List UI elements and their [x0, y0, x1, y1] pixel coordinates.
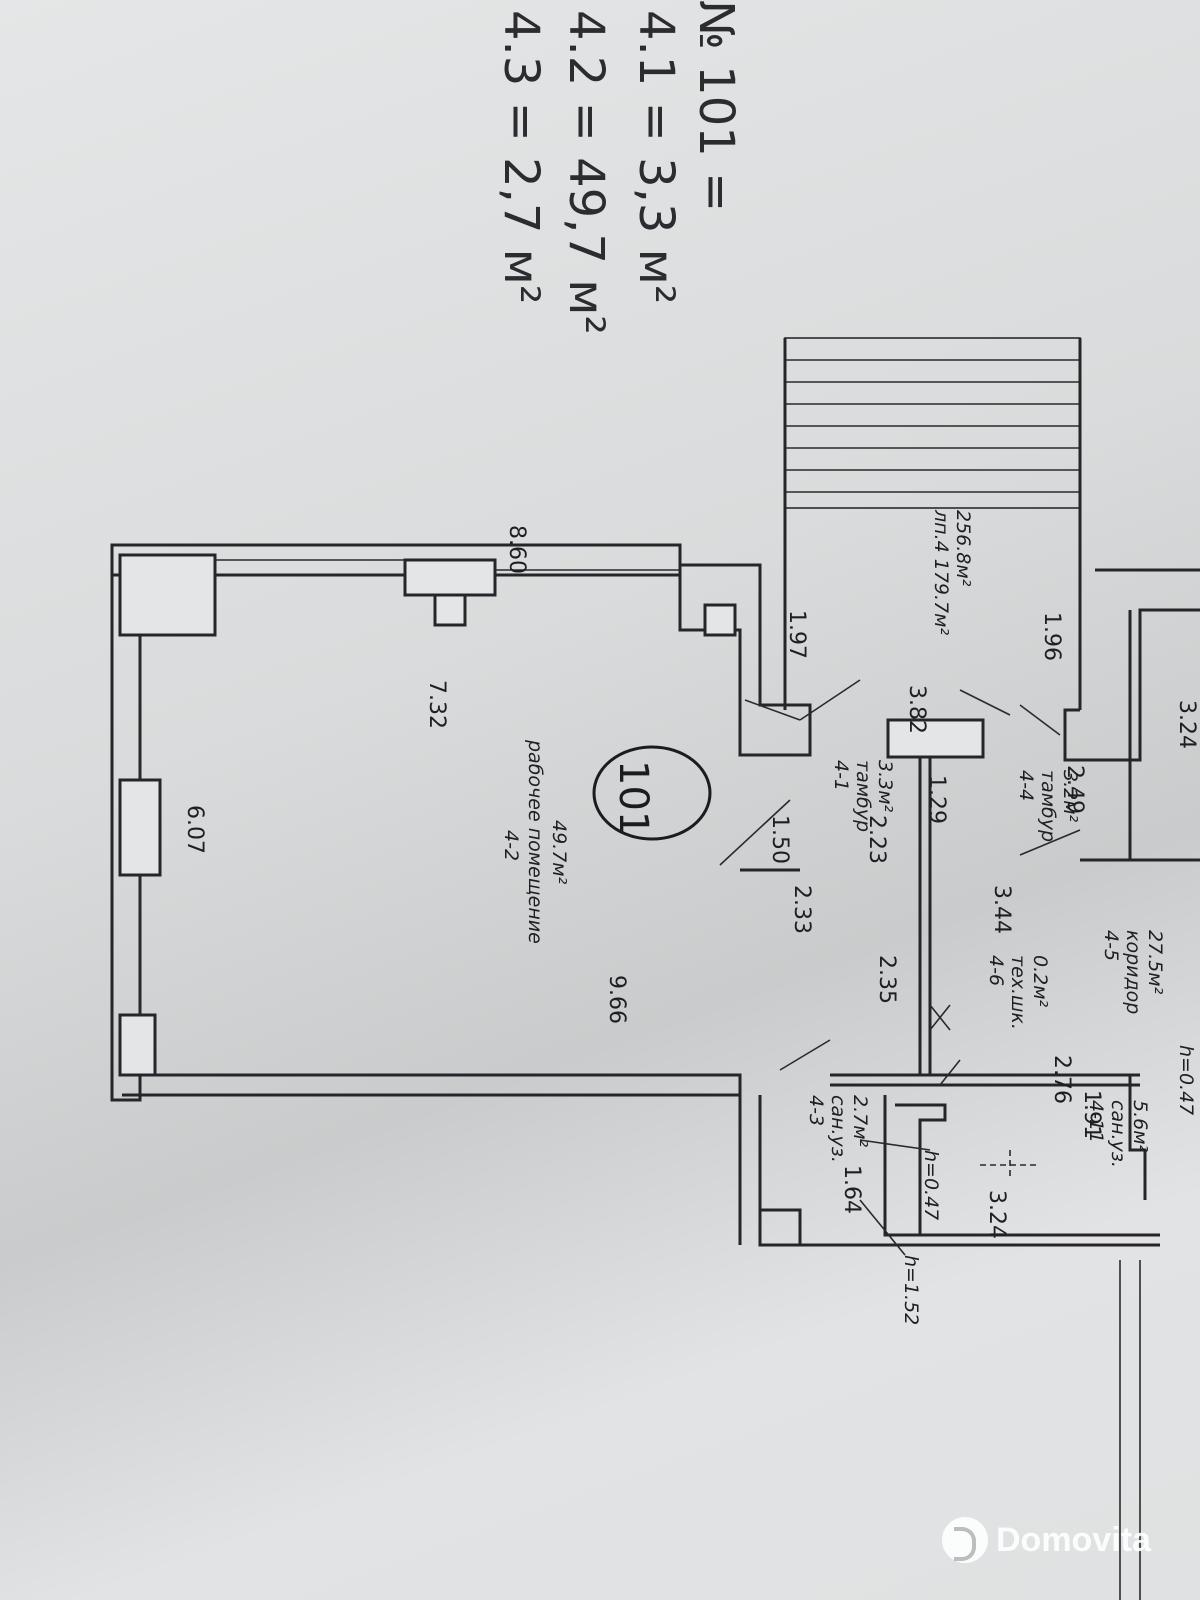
watermark-text: Domovita — [996, 1520, 1151, 1559]
svg-text:сан.уз.: сан.уз. — [827, 1095, 849, 1163]
dim-vestibule1-b: 2.23 — [864, 815, 889, 864]
svg-text:тамбур: тамбур — [1037, 770, 1059, 842]
dim-corridor-b: 2.35 — [874, 955, 899, 1004]
note-unit: № 101 = — [688, 0, 744, 212]
main-room-walls — [110, 543, 742, 1245]
dim-bath-b: 1.91 — [1079, 1090, 1104, 1139]
svg-text:4-11: 4-11 — [1085, 1100, 1107, 1143]
room-4-1-label: 4-1 тамбур 3.3м² — [830, 760, 896, 832]
svg-text:3.2м²: 3.2м² — [1059, 770, 1081, 823]
svg-text:сан.уз.: сан.уз. — [1107, 1100, 1129, 1168]
svg-text:5.6м²: 5.6м² — [1129, 1100, 1151, 1153]
svg-text:4-6: 4-6 — [985, 955, 1007, 986]
dim-room-inner: 7.32 — [424, 680, 449, 729]
svg-text:27.5м²: 27.5м² — [1144, 930, 1166, 995]
circled-unit-number: 101 — [610, 760, 656, 836]
svg-text:49.7м²: 49.7м² — [548, 820, 570, 885]
dim-h3: h=1.52 — [900, 1255, 922, 1325]
note-room-4-2: 4.2 = 49,7 м² — [558, 10, 614, 335]
dim-stair-width: 3.82 — [904, 685, 929, 734]
dim-vestibule2: 2.49 — [1062, 765, 1087, 814]
dim-room-length: 9.66 — [604, 975, 629, 1024]
domovita-logo-icon — [942, 1517, 988, 1563]
dim-h2: h=0.47 — [1175, 1045, 1197, 1115]
svg-text:4-1: 4-1 — [830, 760, 852, 791]
svg-text:4-5: 4-5 — [1100, 930, 1122, 961]
dim-corridor: 3.44 — [989, 885, 1014, 934]
room-4-3-label: 4-3 сан.уз. 2.7м² — [805, 1095, 871, 1163]
core-walls — [678, 563, 1200, 1600]
svg-text:тамбур: тамбур — [852, 760, 874, 832]
svg-text:4-3: 4-3 — [805, 1095, 827, 1126]
note-room-4-3: 4.3 = 2,7 м² — [493, 10, 549, 304]
room-labels: лп.4 179.7м² 256.8м² 4-1 тамбур 3.3м² 4-… — [500, 509, 1166, 1168]
unit-stamp: 101 — [592, 745, 712, 841]
dim-left-height: 6.07 — [182, 805, 207, 854]
dim-bath-a: 2.76 — [1049, 1055, 1074, 1104]
svg-text:256.8м²: 256.8м² — [952, 510, 974, 587]
svg-text:рабочее помещение: рабочее помещение — [524, 739, 546, 944]
domovita-watermark: Domovita — [942, 1510, 1192, 1570]
dim-vestibule1-c: 2.33 — [789, 885, 814, 934]
dim-h1: h=0.47 — [920, 1150, 942, 1220]
dimension-labels: 8.60 6.07 7.32 9.66 1.97 1.96 3.82 1.50 … — [182, 525, 1199, 1325]
dim-bath-c: 3.24 — [984, 1190, 1009, 1239]
dim-stair-left: 1.97 — [784, 610, 809, 659]
svg-text:4-4: 4-4 — [1015, 770, 1037, 801]
svg-text:0.2м²: 0.2м² — [1029, 955, 1051, 1008]
svg-text:4-2: 4-2 — [500, 830, 522, 861]
svg-text:2.7м²: 2.7м² — [849, 1095, 871, 1148]
dim-stair-right: 1.96 — [1039, 612, 1064, 661]
room-4-11-label: 4-11 сан.уз. 5.6м² — [1085, 1100, 1151, 1168]
svg-text:лп.4 179.7м²: лп.4 179.7м² — [930, 509, 952, 635]
dim-vestibule1-a: 1.50 — [767, 815, 792, 864]
dim-top-width: 8.60 — [504, 525, 529, 574]
handwritten-notes: № 101 = — [688, 0, 744, 212]
svg-text:тех.шк.: тех.шк. — [1007, 955, 1029, 1030]
dim-pillar: 1.29 — [924, 775, 949, 824]
note-room-4-1: 4.1 = 3,3 м² — [628, 10, 684, 304]
svg-text:коридор: коридор — [1122, 930, 1144, 1014]
room-4-4-label: 4-4 тамбур 3.2м² — [1015, 770, 1081, 842]
staircase — [783, 337, 1082, 710]
room-4-6-label: 4-6 тех.шк. 0.2м² — [985, 955, 1051, 1030]
svg-text:3.3м²: 3.3м² — [874, 760, 896, 813]
dim-wc-a: 1.64 — [839, 1165, 864, 1214]
room-4-2-label: 4-2 рабочее помещение 49.7м² — [500, 739, 570, 944]
room-4-5-label: 4-5 коридор 27.5м² — [1100, 930, 1166, 1014]
dim-right-edge: 3.24 — [1174, 700, 1199, 749]
stair-label: лп.4 179.7м² 256.8м² — [930, 509, 974, 635]
